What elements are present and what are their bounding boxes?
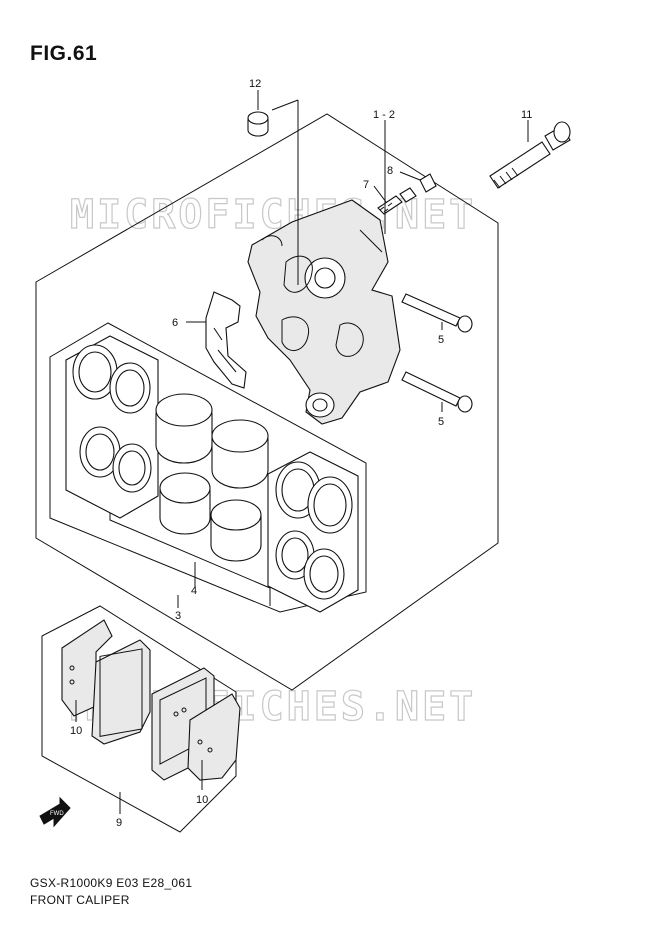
brake-pad-right	[151, 667, 241, 781]
callout-1-2: 1 - 2	[373, 109, 395, 121]
pad-set-outline	[41, 605, 237, 833]
fwd-label: FWD	[50, 811, 64, 817]
callout-8: 8	[387, 165, 393, 177]
caliper-body	[247, 199, 401, 425]
watermark-top: MICROFICHES.NET	[70, 192, 476, 238]
bleeder-valve	[377, 187, 417, 215]
pistons	[155, 393, 269, 562]
callout-9: 9	[116, 817, 122, 829]
callout-7: 7	[363, 179, 369, 191]
pad-spring	[205, 291, 247, 389]
bleeder-cap	[419, 173, 437, 193]
seal-plate-right	[267, 451, 359, 613]
callout-10-right: 10	[196, 794, 208, 806]
callout-5-upper: 5	[438, 334, 444, 346]
callout-4: 4	[191, 585, 197, 597]
seal-plate-left	[65, 335, 159, 519]
pad-pin-upper	[401, 293, 473, 333]
model-code: GSX-R1000K9 E03 E28_061	[30, 876, 193, 890]
leader-lines	[75, 90, 529, 814]
mounting-bolt	[489, 121, 571, 189]
callout-10-left: 10	[70, 725, 82, 737]
dust-seal-ring	[247, 111, 269, 137]
part-name: FRONT CALIPER	[30, 893, 130, 907]
callout-12: 12	[249, 78, 261, 90]
callout-3: 3	[175, 610, 181, 622]
brake-pad-left	[61, 619, 151, 745]
pad-pin-lower	[401, 371, 473, 413]
callout-6: 6	[172, 317, 178, 329]
callout-11: 11	[521, 109, 532, 121]
callout-5-lower: 5	[438, 416, 444, 428]
piston-group-outline	[49, 322, 367, 613]
figure-title: FIG.61	[30, 42, 98, 65]
fwd-arrow-icon: FWD	[39, 796, 71, 828]
caliper-assembly-outline	[35, 113, 499, 691]
